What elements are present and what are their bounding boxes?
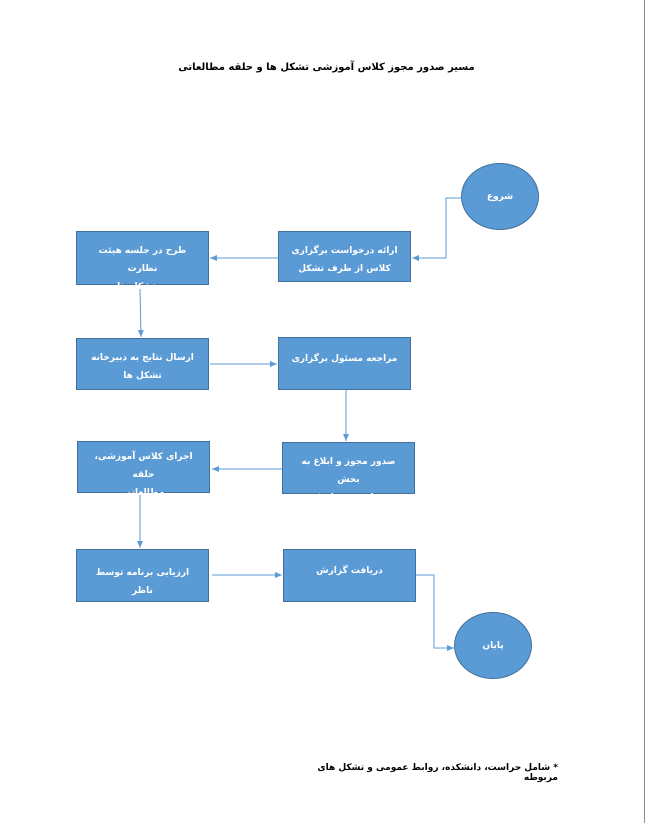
refer-official-box: مراجعه مسئول برگزاری [278,337,411,390]
arrow-board-to-send [137,288,144,338]
board-meeting-box: طرح در جلسه هیئت نظارت بر تشکل ها [76,231,209,292]
end-node: پایان [454,612,532,679]
footnote: * شامل حراست، دانشکده، روابط عمومی و تشک… [317,763,558,783]
page-edge [644,0,645,823]
diagram-title: مسیر صدور مجوز کلاس آموزشی تشکل ها و حلق… [178,62,475,73]
send-results-box: ارسال نتایج به دبیرخانه تشکل ها [76,338,209,390]
submit-request-box: ارائه درخواست برگزاری کلاس از طرف تشکل [278,231,411,282]
issue-permit-box: صدور مجوز و ابلاغ به بخش های مربوطه * [282,442,415,503]
run-class-box: اجرای کلاس آموزشی، حلقه مطالعاتی [77,441,210,498]
evaluation-box: ارزیابی برنامه توسط ناظر [76,549,209,602]
start-node: شروع [461,163,539,230]
receive-report-box: دریافت گزارش [283,549,416,602]
arrow-report-to-end [416,574,454,651]
arrow-start-to-request [412,197,461,261]
